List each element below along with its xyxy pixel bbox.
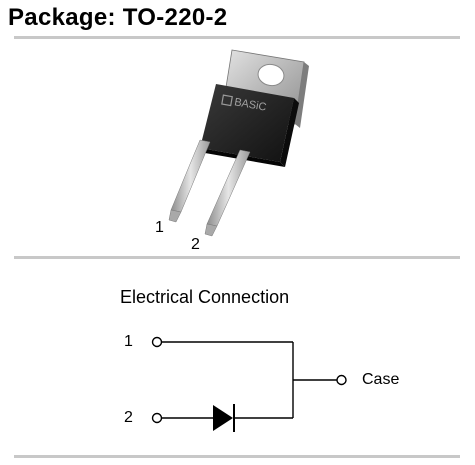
case-terminal: [336, 374, 347, 386]
connection-pin-1-label: 1: [124, 333, 133, 350]
case-label: Case: [362, 371, 400, 388]
brand-logo: BASiC: [221, 94, 267, 114]
diode-symbol: [213, 405, 233, 431]
mounting-hole: [257, 63, 285, 87]
header-divider: [14, 36, 460, 39]
connection-pin-2-label: 2: [124, 409, 133, 426]
electrical-connection-title: Electrical Connection: [120, 287, 290, 307]
lead-pin-2: [204, 149, 251, 237]
pin-2-terminal: [151, 412, 163, 424]
lead-pin-1: [168, 139, 211, 223]
package-pin-2-label: 2: [191, 236, 200, 253]
package-illustration: BASiC: [168, 49, 309, 237]
section-divider: [14, 256, 460, 259]
page-title: Package: TO-220-2: [8, 4, 228, 31]
footer-divider: [14, 455, 460, 458]
package-pin-1-label: 1: [155, 219, 164, 236]
svg-text:BASiC: BASiC: [233, 96, 267, 113]
pin-1-terminal: [151, 336, 163, 348]
